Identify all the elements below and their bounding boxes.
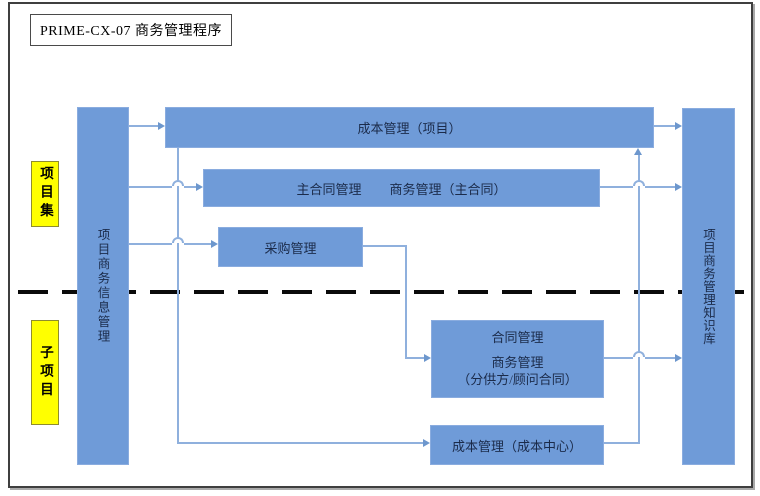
connector-infobar-to-procurement xyxy=(184,243,211,245)
connector-cost-center-up xyxy=(638,155,640,444)
arrowhead xyxy=(675,354,682,362)
connector-infobar-to-procurement xyxy=(129,243,172,245)
connector-procurement-to-contract xyxy=(405,245,407,359)
connector-main-contract-to-kb xyxy=(645,186,675,188)
arrowhead xyxy=(424,354,431,362)
arrowhead xyxy=(675,122,682,130)
node-cost-mgmt-project: 成本管理（项目） xyxy=(165,107,654,148)
arrowhead xyxy=(634,148,642,155)
node-project-business-info-mgmt: 项目商务信息管理 xyxy=(77,107,129,465)
swimlane-divider-dashed-line xyxy=(18,290,744,294)
connector-infobar-to-main-contract xyxy=(184,186,196,188)
diagram-title-box: PRIME-CX-07 商务管理程序 xyxy=(30,14,232,46)
node-main-contract-mgmt: 主合同管理 商务管理（主合同） xyxy=(203,169,600,207)
line-jump xyxy=(172,237,184,243)
connector-contract-to-kb xyxy=(645,357,675,359)
subsupplier-consultant-contract-label: （分供方/顾问合同） xyxy=(457,371,578,387)
program-set-label: 项目集 xyxy=(38,166,53,222)
label-box-subproject: 子项目 xyxy=(31,320,59,425)
business-mgmt-label: 商务管理 xyxy=(491,355,544,371)
connector-to-cost-center xyxy=(177,442,423,444)
line-jump xyxy=(633,351,645,357)
arrowhead xyxy=(158,122,165,130)
project-business-knowledge-base-label: 项目商务管理知识库 xyxy=(701,228,715,345)
node-cost-mgmt-cost-center: 成本管理（成本中心） xyxy=(430,425,604,465)
procurement-mgmt-label: 采购管理 xyxy=(264,240,317,256)
line-jump xyxy=(172,180,184,186)
business-mgmt-main-contract-label: 商务管理（主合同） xyxy=(389,181,507,197)
connector-contract-to-kb xyxy=(604,357,633,359)
node-project-business-knowledge-base: 项目商务管理知识库 xyxy=(682,108,735,465)
node-procurement-mgmt: 采购管理 xyxy=(218,227,363,267)
line-jump xyxy=(633,180,645,186)
contract-mgmt-label: 合同管理 xyxy=(491,330,544,346)
cost-mgmt-project-label: 成本管理（项目） xyxy=(357,121,462,136)
connector-main-contract-to-kb xyxy=(600,186,633,188)
cost-mgmt-cost-center-label: 成本管理（成本中心） xyxy=(451,438,582,454)
node-contract-mgmt-subsupplier: 合同管理 商务管理 （分供方/顾问合同） xyxy=(431,320,604,398)
arrowhead xyxy=(211,240,218,248)
connector-cost-center-up xyxy=(604,442,640,444)
project-business-info-mgmt-label: 项目商务信息管理 xyxy=(95,228,110,344)
label-box-program-set: 项目集 xyxy=(31,161,59,227)
page-border xyxy=(8,2,753,488)
connector-cost-project-down xyxy=(177,148,179,444)
connector-infobar-to-main-contract xyxy=(129,186,172,188)
arrowhead xyxy=(423,439,430,447)
connector-cost-project-to-kb xyxy=(654,125,675,127)
connector-procurement-to-contract xyxy=(363,245,407,247)
connector-procurement-to-contract xyxy=(405,357,424,359)
arrowhead xyxy=(675,183,682,191)
arrowhead xyxy=(196,183,203,191)
connector-infobar-to-cost-project xyxy=(129,125,158,127)
subproject-label: 子项目 xyxy=(38,344,53,401)
diagram-title: PRIME-CX-07 商务管理程序 xyxy=(39,24,223,39)
main-contract-mgmt-label: 主合同管理 xyxy=(296,181,362,197)
